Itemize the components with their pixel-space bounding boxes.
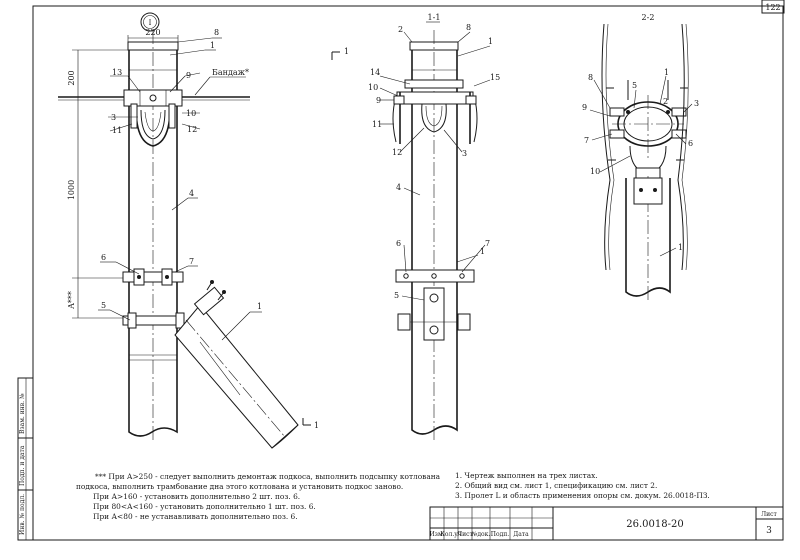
strut-1: [174, 280, 299, 449]
s22-label-1-top: 1: [664, 68, 669, 77]
main-label-1-top: 1: [210, 41, 215, 50]
bandage-label: Бандаж*: [212, 68, 249, 77]
main-label-7: 7: [189, 257, 194, 266]
s22-label-6: 6: [688, 139, 693, 148]
note-right-2: 2. Общий вид см. лист 1, спецификацию см…: [455, 481, 657, 490]
main-view: 220 200 1000 A***: [58, 12, 349, 449]
main-label-9: 9: [186, 71, 191, 80]
clamp-s11-top: [396, 91, 474, 105]
s22-label-2: 2: [663, 97, 668, 106]
s11-label-15: 15: [490, 73, 500, 82]
note-left-2: подкоса, выполнить трамбование дна этого…: [76, 482, 403, 491]
sheet-frame: [32, 0, 785, 541]
s22-label-10: 10: [590, 167, 600, 176]
s22-label-8: 8: [588, 73, 593, 82]
main-label-11: 11: [112, 126, 122, 135]
tb-sheet-value: 3: [766, 526, 772, 536]
view-marker-label: I: [149, 19, 152, 27]
side-stamp-inv: Инв. № подл.: [19, 494, 26, 535]
section-mark-top: 1: [344, 47, 349, 56]
side-stamp-sign: Подп. и дата: [19, 445, 26, 486]
tb-col-doc: №док.: [472, 531, 491, 538]
s11-label-5: 5: [394, 291, 399, 300]
main-label-1-strut: 1: [257, 302, 262, 311]
s22-label-1-bottom: 1: [678, 243, 683, 252]
side-stamp-replace: Взам. инв. №: [19, 393, 26, 434]
s11-label-9: 9: [376, 96, 381, 105]
s11-label-8: 8: [466, 23, 471, 32]
side-stamp: [17, 377, 34, 541]
s22-label-7: 7: [584, 136, 589, 145]
tb-col-date: Дата: [513, 531, 529, 538]
main-label-8: 8: [214, 28, 219, 37]
section-1-1-title: 1-1: [428, 13, 441, 22]
note-right-1: 1. Чертеж выполнен на трех листах.: [455, 471, 598, 480]
view-marker-circle: [140, 12, 160, 32]
main-label-6: 6: [101, 253, 106, 262]
main-label-10: 10: [186, 109, 196, 118]
document-code: 26.0018-20: [626, 519, 683, 530]
main-label-4: 4: [189, 189, 194, 198]
section-1-1-view: 1-1 2 8 1 14 15 10 9 11 12 3 4 6 7 5 1: [368, 13, 500, 440]
sheet-number: 122: [765, 3, 780, 12]
note-left-1: *** При А>250 - следует выполнить демонт…: [95, 472, 441, 481]
tb-col-kol: Кол.уч: [440, 531, 462, 538]
s11-label-12: 12: [392, 148, 402, 157]
s11-label-11: 11: [372, 120, 382, 129]
notes-right: 1. Чертеж выполнен на трех листах. 2. Об…: [455, 471, 710, 500]
insulator-3: [135, 107, 171, 147]
dim-1000: 1000: [67, 180, 76, 200]
tb-sheet-label: Лист: [761, 511, 777, 518]
pole-shaft-s11: [411, 50, 458, 435]
pole-shaft: [128, 50, 178, 437]
s11-label-2: 2: [398, 25, 403, 34]
main-label-3: 3: [111, 113, 116, 122]
s22-label-5: 5: [632, 81, 637, 90]
s22-label-9: 9: [582, 103, 587, 112]
note-right-3: 3. Пролет L и область применения опоры с…: [455, 491, 710, 500]
s11-label-14: 14: [370, 68, 380, 77]
s11-label-1-bottom: 1: [480, 247, 485, 256]
s22-label-3: 3: [694, 99, 699, 108]
note-left-3: При А>160 - установить дополнительно 2 ш…: [93, 492, 300, 501]
clamp-6-7: [122, 271, 184, 283]
note-left-5: При А<80 - не устанавливать дополнительн…: [93, 512, 298, 521]
clamp-s11-5: [423, 287, 445, 341]
dim-200: 200: [67, 70, 76, 85]
tb-col-izm: Изм.: [429, 531, 444, 538]
tb-col-list: Лист: [457, 531, 473, 538]
dim-a: A***: [67, 291, 76, 310]
notes-left: *** При А>250 - следует выполнить демонт…: [76, 472, 441, 521]
main-label-5: 5: [101, 301, 106, 310]
dim-220: 220: [145, 28, 160, 37]
s11-label-3: 3: [462, 149, 467, 158]
s11-label-7: 7: [485, 239, 490, 248]
section-2-2-rods: [601, 23, 689, 271]
s11-label-10: 10: [368, 83, 378, 92]
title-block: [429, 506, 784, 541]
s11-label-4: 4: [396, 183, 401, 192]
section-2-2-title: 2-2: [642, 13, 655, 22]
section-mark-bottom: 1: [314, 421, 319, 430]
s11-label-1-top: 1: [488, 37, 493, 46]
s11-label-6: 6: [396, 239, 401, 248]
main-label-12: 12: [187, 125, 197, 134]
tb-col-sign: Подп.: [491, 531, 510, 538]
main-label-13: 13: [112, 68, 122, 77]
section-2-2-view: 2-2 8 1 5 2 3 9 7 6 10 1: [582, 13, 699, 300]
note-left-4: При 80<А<160 - установить дополнительно …: [93, 502, 316, 511]
